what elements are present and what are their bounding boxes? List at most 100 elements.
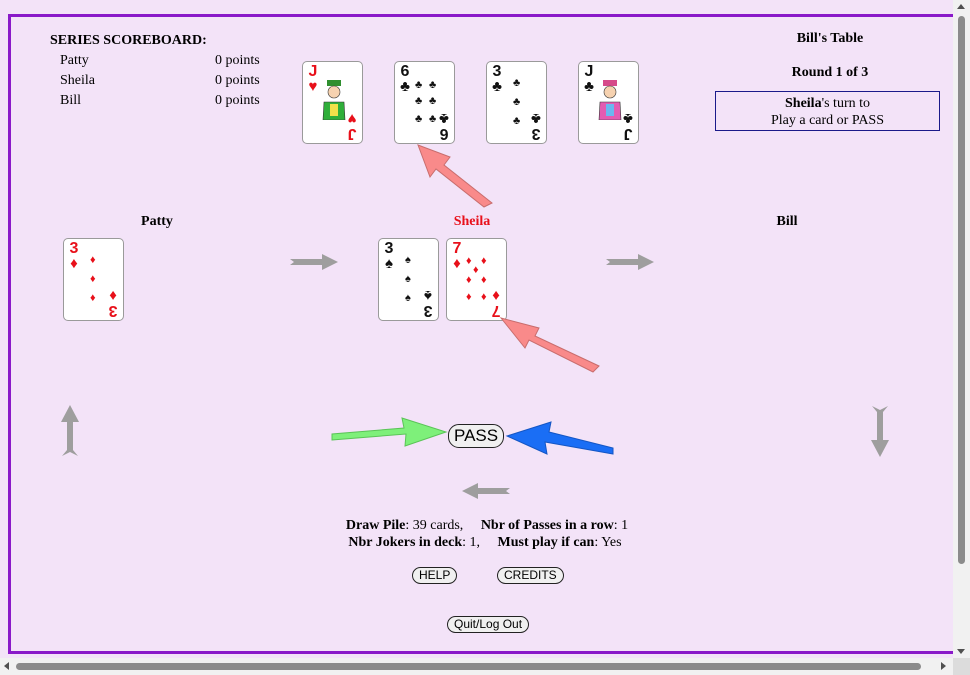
scoreboard-title: SERIES SCOREBOARD:	[50, 33, 207, 48]
card-suit: ♦	[453, 255, 461, 272]
draw-pile-value: : 39 cards,	[405, 518, 464, 533]
diamond-pip-icon: ♦	[90, 254, 96, 266]
scroll-down-arrow-icon[interactable]	[957, 649, 965, 654]
card-suit: ♥	[308, 78, 318, 95]
player-name-patty: Patty	[141, 214, 173, 229]
scoreboard-name-patty: Patty	[60, 53, 89, 68]
scoreboard-name-sheila: Sheila	[60, 73, 95, 88]
card-rank: J	[308, 63, 318, 80]
passes-value: : 1	[613, 518, 629, 533]
turn-action: Play a card or PASS	[770, 113, 885, 128]
vertical-scrollbar[interactable]	[953, 0, 970, 658]
scoreboard-name-bill: Bill	[60, 93, 82, 108]
pass-button[interactable]: PASS	[448, 424, 505, 448]
turn-status-box: Sheila's turn to Play a card or PASS	[715, 91, 940, 131]
round-indicator: Round 1 of 3	[791, 65, 869, 80]
direction-right-arrow-icon	[290, 254, 338, 270]
direction-up-arrow-icon	[61, 405, 79, 456]
quit-logout-button[interactable]: Quit/Log Out	[447, 616, 530, 633]
scoreboard-points-patty: 0 points	[215, 53, 260, 68]
spade-pip-icon: ♠	[405, 292, 411, 304]
played-card-3-clubs: 3♣ ♣ ♣ ♣ 3♣	[486, 61, 547, 144]
player-name-sheila: Sheila	[453, 214, 491, 229]
horizontal-scrollbar[interactable]	[0, 658, 970, 675]
diamond-pip-icon: ♦	[466, 291, 472, 303]
player-name-bill: Bill	[776, 214, 798, 229]
club-pip-icon: ♣	[415, 95, 423, 107]
card-rank: 3	[108, 302, 118, 319]
must-play-label: Must play if can	[497, 535, 595, 550]
card-rank: 3	[423, 302, 433, 319]
scrollbar-corner	[953, 658, 970, 675]
direction-left-arrow-icon	[462, 483, 510, 499]
annotation-arrow-red-top	[417, 144, 493, 208]
vertical-scroll-thumb[interactable]	[958, 16, 965, 564]
card-rank: J	[347, 125, 357, 142]
card-rank: 3	[492, 63, 502, 80]
diamond-pip-icon: ♦	[90, 292, 96, 304]
card-suit: ♠	[424, 287, 432, 304]
horizontal-scroll-thumb[interactable]	[16, 663, 921, 670]
card-rank: 7	[452, 240, 462, 257]
card-rank: J	[584, 63, 594, 80]
club-pip-icon: ♣	[513, 77, 521, 89]
sheila-card-7-diamonds[interactable]: 7♦ ♦ ♦ ♦ ♦ ♦ ♦ ♦ 7♦	[446, 238, 507, 321]
diamond-pip-icon: ♦	[90, 273, 96, 285]
jokers-value: : 1,	[462, 535, 480, 550]
club-pip-icon: ♣	[415, 79, 423, 91]
scoreboard-points-sheila: 0 points	[215, 73, 260, 88]
card-suit: ♦	[492, 287, 500, 304]
jack-face-icon	[598, 80, 622, 120]
card-suit: ♦	[70, 255, 78, 272]
played-card-6-clubs: 6♣ ♣ ♣ ♣ ♣ ♣ ♣ 6♣	[394, 61, 455, 144]
card-suit: ♣	[584, 78, 594, 95]
card-suit: ♣	[623, 110, 633, 127]
passes-label: Nbr of Passes in a row	[480, 518, 614, 533]
club-pip-icon: ♣	[429, 113, 437, 125]
played-card-j-hearts: J♥ J♥	[302, 61, 363, 144]
card-suit: ♠	[385, 255, 393, 272]
scroll-right-arrow-icon[interactable]	[941, 662, 946, 670]
must-play-value: : Yes	[594, 535, 622, 550]
credits-button[interactable]: CREDITS	[497, 567, 564, 584]
turn-player: Sheila	[785, 96, 822, 111]
card-suit: ♣	[439, 110, 449, 127]
card-rank: 3	[384, 240, 394, 257]
card-rank: 3	[531, 125, 541, 142]
scroll-left-arrow-icon[interactable]	[4, 662, 9, 670]
club-pip-icon: ♣	[429, 79, 437, 91]
scoreboard-points-bill: 0 points	[215, 93, 260, 108]
direction-down-arrow-icon	[871, 406, 889, 457]
card-rank: 6	[400, 63, 410, 80]
help-button[interactable]: HELP	[412, 567, 458, 584]
card-suit: ♦	[109, 287, 117, 304]
diamond-pip-icon: ♦	[466, 255, 472, 267]
stats-line-2: Nbr Jokers in deck: 1, Must play if can:…	[285, 535, 685, 551]
diamond-pip-icon: ♦	[481, 274, 487, 286]
card-suit: ♥	[347, 110, 357, 127]
stats-line-1: Draw Pile: 39 cards, Nbr of Passes in a …	[287, 518, 687, 534]
club-pip-icon: ♣	[513, 115, 521, 127]
direction-right-arrow-icon	[606, 254, 654, 270]
card-suit: ♣	[492, 78, 502, 95]
diamond-pip-icon: ♦	[481, 291, 487, 303]
annotation-arrow-red-middle	[499, 317, 600, 373]
played-card-j-clubs: J♣ J♣	[578, 61, 639, 144]
diamond-pip-icon: ♦	[473, 264, 479, 276]
diamond-pip-icon: ♦	[481, 255, 487, 267]
spade-pip-icon: ♠	[405, 254, 411, 266]
spade-pip-icon: ♠	[405, 273, 411, 285]
card-suit: ♣	[531, 110, 541, 127]
club-pip-icon: ♣	[415, 113, 423, 125]
jokers-label: Nbr Jokers in deck	[348, 535, 463, 550]
diamond-pip-icon: ♦	[466, 274, 472, 286]
patty-card-3-diamonds[interactable]: 3♦ ♦ ♦ ♦ 3♦	[63, 238, 124, 321]
card-rank: J	[623, 125, 633, 142]
card-rank: 3	[69, 240, 79, 257]
scroll-up-arrow-icon[interactable]	[957, 4, 965, 9]
card-suit: ♣	[400, 78, 410, 95]
annotation-arrow-blue	[505, 421, 614, 455]
draw-pile-label: Draw Pile	[345, 518, 406, 533]
sheila-card-3-spades[interactable]: 3♠ ♠ ♠ ♠ 3♠	[378, 238, 439, 321]
annotation-arrow-green	[331, 417, 448, 447]
